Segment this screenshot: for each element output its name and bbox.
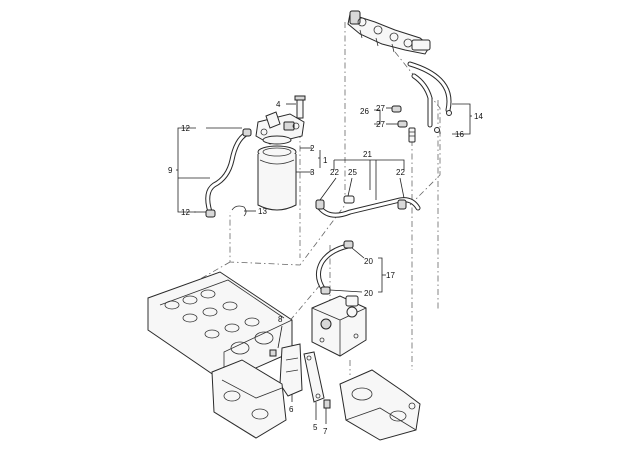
injection-pump xyxy=(311,295,367,357)
callout-22-left: 22 xyxy=(330,168,339,177)
callout-3: 3 xyxy=(310,168,315,177)
strap xyxy=(303,351,331,409)
callout-6: 6 xyxy=(289,405,294,414)
callout-27-bottom: 27 xyxy=(376,120,385,129)
gear-cover-left xyxy=(211,359,287,439)
callout-2: 2 xyxy=(310,144,315,153)
callout-25: 25 xyxy=(348,168,357,177)
callout-14: 14 xyxy=(474,112,483,121)
support-bracket xyxy=(269,343,303,397)
callout-16: 16 xyxy=(455,130,464,139)
callout-labels: 12 9 12 13 4 2 1 3 21 22 25 22 20 17 20 … xyxy=(168,100,483,436)
callout-13: 13 xyxy=(258,207,267,216)
callout-7: 7 xyxy=(323,427,328,436)
low-pressure-hose xyxy=(205,128,252,218)
callout-5: 5 xyxy=(313,423,318,432)
callout-9: 9 xyxy=(168,166,173,175)
callout-4: 4 xyxy=(276,100,281,109)
callout-12-top: 12 xyxy=(181,124,190,133)
callout-20-top: 20 xyxy=(364,257,373,266)
high-pressure-pipe-21 xyxy=(315,195,421,218)
gear-cover-right xyxy=(339,369,421,441)
common-rail xyxy=(347,10,431,55)
filter-cartridge xyxy=(257,135,297,211)
callout-20-bottom: 20 xyxy=(364,289,373,298)
callout-26: 26 xyxy=(360,107,369,116)
return-pipe-assembly xyxy=(407,61,452,133)
callout-21: 21 xyxy=(363,150,372,159)
hose-clip xyxy=(231,205,247,217)
leader-lines xyxy=(176,103,472,424)
callout-17: 17 xyxy=(386,271,395,280)
callout-1: 1 xyxy=(323,156,328,165)
callout-22-right: 22 xyxy=(396,168,405,177)
callout-12-bottom: 12 xyxy=(181,208,190,217)
cylinder-head xyxy=(147,271,293,383)
high-pressure-pipe-17 xyxy=(316,240,354,295)
callout-8: 8 xyxy=(278,315,283,324)
callout-27-top: 27 xyxy=(376,104,385,113)
